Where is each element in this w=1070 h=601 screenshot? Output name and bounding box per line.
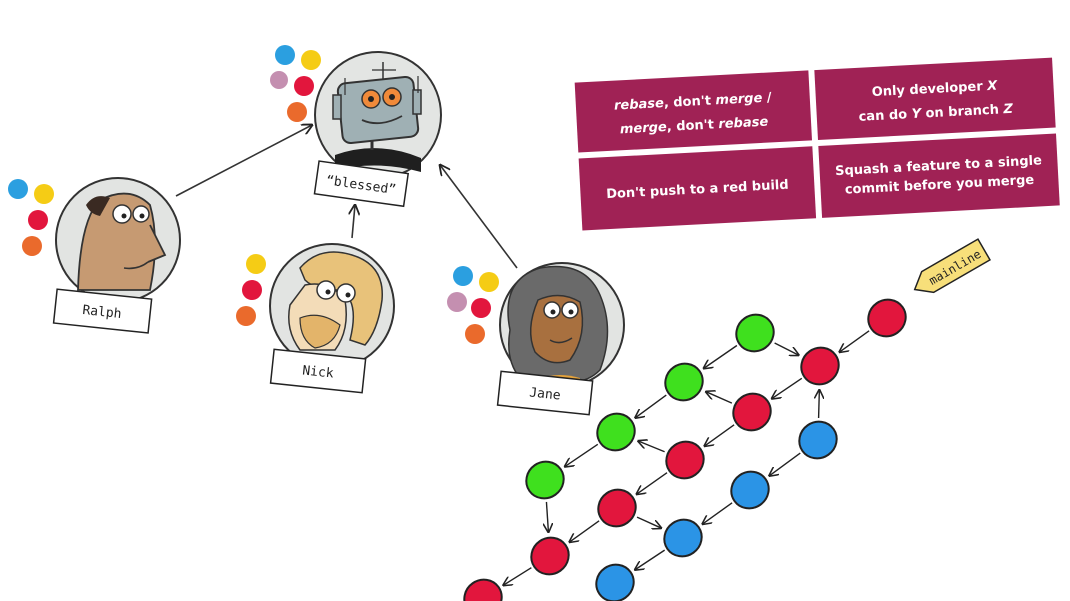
jane-avatar: [499, 262, 625, 388]
nick-label: Nick: [269, 348, 367, 394]
person-ralph: Ralph: [8, 177, 181, 334]
commit-node-green: [525, 460, 565, 500]
commit-edge: [503, 567, 532, 586]
commit-graph: mainline: [463, 238, 991, 601]
commit-node-green: [735, 313, 775, 353]
person-name: Nick: [302, 363, 335, 381]
card-text: rebase: [718, 115, 769, 133]
commit-node-blue: [663, 518, 703, 558]
card-text: can do: [858, 107, 912, 125]
commit-edge: [840, 330, 870, 352]
commit-node-green: [664, 362, 704, 402]
card-text: merge: [715, 91, 763, 108]
svg-text:can do Y on branch Z: can do Y on branch Z: [858, 102, 1013, 125]
policy-card-rebase-merge: rebase, don't merge / merge, don't rebas…: [574, 70, 813, 153]
commit-node-red: [800, 346, 840, 386]
commit-edge: [635, 549, 666, 570]
card-text: Only developer: [871, 79, 987, 100]
push-arrows: [175, 125, 518, 269]
commit-edge: [635, 394, 667, 418]
commit-edges: [503, 330, 870, 586]
blessed-label: “blessed”: [313, 160, 410, 208]
arrow-jane-to-blessed: [440, 165, 518, 269]
commit-node-blue: [798, 420, 838, 460]
commit-edge: [819, 390, 820, 419]
person-jane: Jane: [447, 262, 625, 416]
color-dots: [236, 254, 266, 326]
nick-avatar: [269, 243, 395, 369]
card-text: on branch: [921, 102, 1004, 121]
policy-cards: rebase, don't merge / merge, don't rebas…: [574, 57, 1060, 231]
commit-node-red: [597, 488, 637, 528]
card-text: , don't: [663, 93, 715, 111]
blessed-repo: “blessed”: [270, 45, 442, 208]
commit-edge: [703, 502, 733, 524]
commit-edge: [705, 424, 735, 446]
commit-edge: [706, 392, 733, 404]
arrow-nick-to-blessed: [352, 205, 355, 239]
svg-text:merge, don't rebase: merge, don't rebase: [620, 115, 769, 138]
commit-edge: [774, 342, 799, 355]
commit-node-green: [596, 412, 636, 452]
card-text: Z: [1002, 102, 1014, 118]
policy-card-squash: Squash a feature to a single commit befo…: [818, 133, 1060, 218]
commit-edge: [772, 377, 803, 398]
commit-edge: [704, 344, 738, 368]
commit-node-red: [665, 440, 705, 480]
person-name: Ralph: [82, 303, 122, 322]
commit-node-red: [530, 536, 570, 576]
commit-edge: [565, 443, 599, 466]
commit-edge: [546, 501, 548, 532]
commit-edge: [570, 520, 600, 542]
card-text: /: [762, 90, 772, 105]
commit-node-red: [732, 392, 772, 432]
color-dots: [447, 266, 499, 344]
commit-node-red: [867, 298, 907, 338]
commit-node-blue: [730, 470, 770, 510]
card-text: Y: [911, 106, 923, 122]
card-text: , don't: [666, 117, 718, 135]
commit-edge: [769, 452, 801, 476]
commit-node-blue: [595, 563, 635, 601]
ralph-avatar: [55, 177, 181, 303]
commit-edge: [637, 472, 668, 494]
jane-label: Jane: [496, 370, 594, 416]
color-dots: [270, 45, 321, 122]
svg-text:rebase, don't merge /: rebase, don't merge /: [614, 90, 773, 113]
commit-node-red: [463, 578, 503, 601]
commit-edge: [638, 441, 665, 453]
color-dots: [8, 179, 54, 256]
ralph-label: Ralph: [52, 288, 153, 334]
commit-edge: [636, 516, 661, 528]
mainline-tag: mainline: [913, 238, 991, 294]
person-name: Jane: [529, 385, 562, 403]
person-nick: Nick: [236, 243, 395, 394]
commit-nodes: [463, 298, 907, 601]
card-text: rebase: [614, 96, 665, 114]
card-text: merge: [620, 120, 668, 137]
robot-avatar: [314, 51, 442, 179]
card-text: X: [986, 79, 999, 95]
policy-card-developer-permissions: Only developer X can do Y on branch Z: [814, 57, 1056, 140]
arrow-ralph-to-blessed: [175, 125, 312, 197]
svg-text:Only developer X: Only developer X: [871, 79, 998, 101]
policy-card-red-build: Don't push to a red build: [578, 146, 817, 231]
